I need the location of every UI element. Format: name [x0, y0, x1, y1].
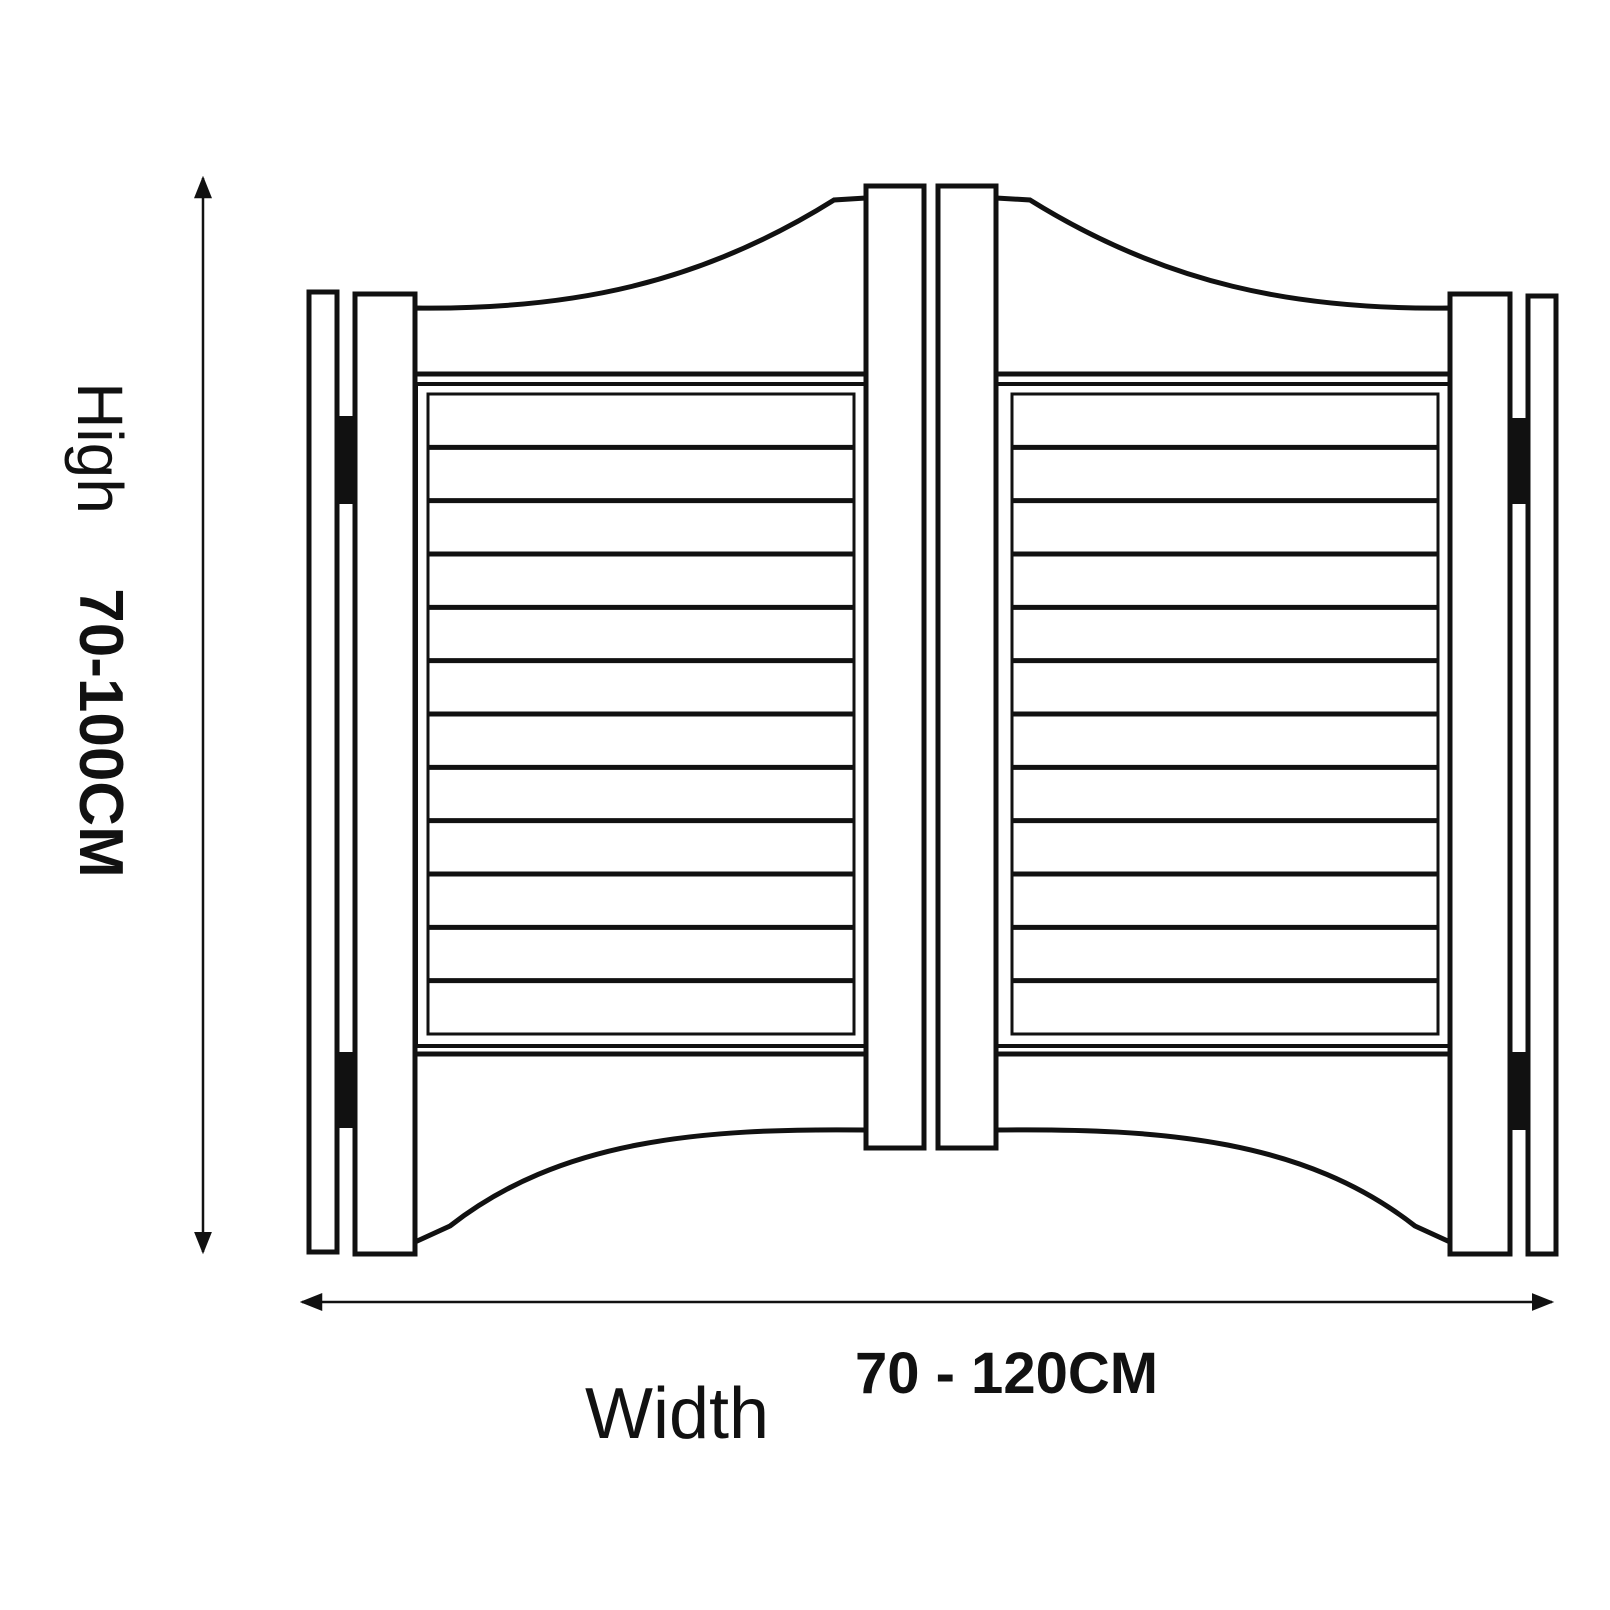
height-value-label: 70-100CM	[66, 588, 135, 878]
left-door-hinge-stile	[352, 291, 418, 1257]
left-wall-post	[306, 289, 340, 1255]
right-door-hinge-stile	[1447, 291, 1513, 1257]
right-door-bottom-rail	[995, 1051, 1452, 1245]
right-bottom-hinge	[1511, 1052, 1528, 1130]
right-door-top-rail	[995, 195, 1453, 377]
left-top-hinge	[337, 416, 354, 504]
width-label: Width	[585, 1374, 770, 1454]
left-door-center-stile	[863, 183, 927, 1151]
left-louver-slats	[428, 444, 854, 984]
left-door-top-rail	[412, 195, 867, 377]
right-top-hinge	[1511, 418, 1528, 504]
left-door-leaf	[352, 183, 927, 1257]
width-value-label: 70 - 120CM	[855, 1341, 1159, 1406]
right-louver-slats	[1012, 444, 1438, 984]
right-door-leaf	[935, 183, 1513, 1257]
right-door-center-stile	[935, 183, 999, 1151]
height-label: High	[64, 382, 136, 514]
right-wall-post	[1525, 293, 1559, 1257]
left-bottom-hinge	[337, 1052, 354, 1128]
left-door-bottom-rail	[413, 1051, 867, 1245]
